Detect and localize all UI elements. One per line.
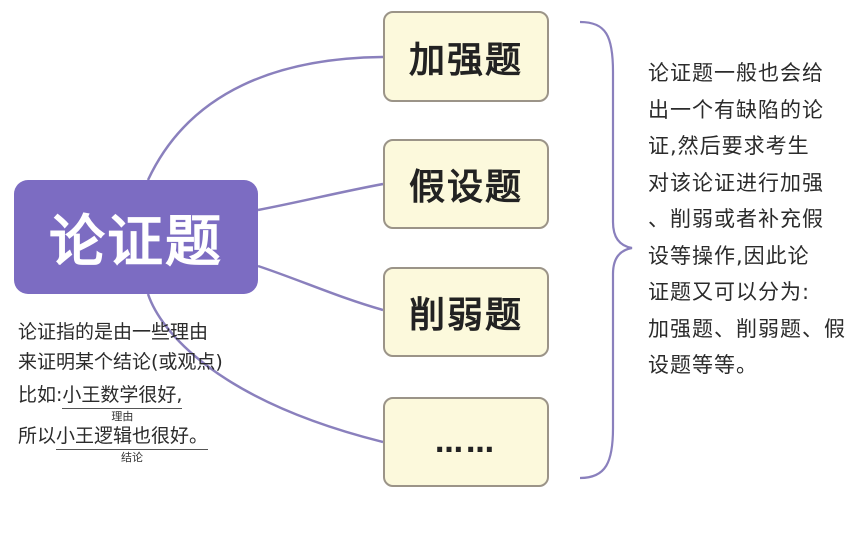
branch-node-assumption: 假设题 [383,139,549,229]
example-conclusion-text: 小王逻辑也很好。 [56,425,209,447]
description-line: 设题等等。 [648,353,758,377]
example-prefix-1: 比如: [18,384,63,406]
example-line-reason: 比如:小王数学很好, 理由 [18,380,268,423]
connector-to-strengthen [146,55,384,181]
connector-to-etc [146,293,384,444]
definition-line-2: 来证明某个结论(或观点) [18,351,223,373]
description-line: 设等操作,因此论 [648,243,810,268]
branch-node-etc: …… [383,397,549,487]
example-reason-underlined: 小王数学很好, 理由 [62,382,183,423]
description-line: 、削弱或者补充假 [648,207,824,231]
branch-label-strengthen: 加强题 [408,39,523,81]
branch-node-strengthen: 加强题 [383,11,549,102]
description-text: 论证题一般也会给 出一个有缺陷的论 证,然后要求考生 对该论证进行加强 、削弱或… [648,55,858,384]
branch-label-assumption: 假设题 [408,167,523,208]
description-line: 论证题一般也会给 [648,61,824,85]
description-line: 对该论证进行加强 [648,170,824,195]
example-conclusion-underlined: 小王逻辑也很好。结论 [56,423,209,464]
example-conclusion-caption: 结论 [121,451,144,464]
branch-label-weaken: 削弱题 [408,295,523,336]
central-node-argument-questions: 论证题 [14,180,258,294]
branch-node-weaken: 削弱题 [383,267,549,357]
definition-line-1: 论证指的是由一些理由 [18,321,209,343]
branch-label-etc: …… [435,425,497,459]
example-reason-text: 小王数学很好, [62,384,183,406]
definition-note: 论证指的是由一些理由 来证明某个结论(或观点) 比如:小王数学很好, 理由 所以小… [18,317,268,464]
connector-to-assumption [257,182,384,212]
right-brace [579,20,633,480]
description-line: 证,然后要求考生 [648,134,810,158]
example-prefix-2: 所以 [18,425,57,447]
central-node-label: 论证题 [49,209,223,275]
example-reason-caption: 理由 [111,410,134,423]
description-line: 加强题、削弱题、假 [648,316,846,341]
description-line: 出一个有缺陷的论 [648,97,824,122]
description-line: 证题又可以分为: [648,280,811,304]
example-line-conclusion: 所以小王逻辑也很好。结论 [18,421,268,464]
connector-to-weaken [257,264,384,312]
